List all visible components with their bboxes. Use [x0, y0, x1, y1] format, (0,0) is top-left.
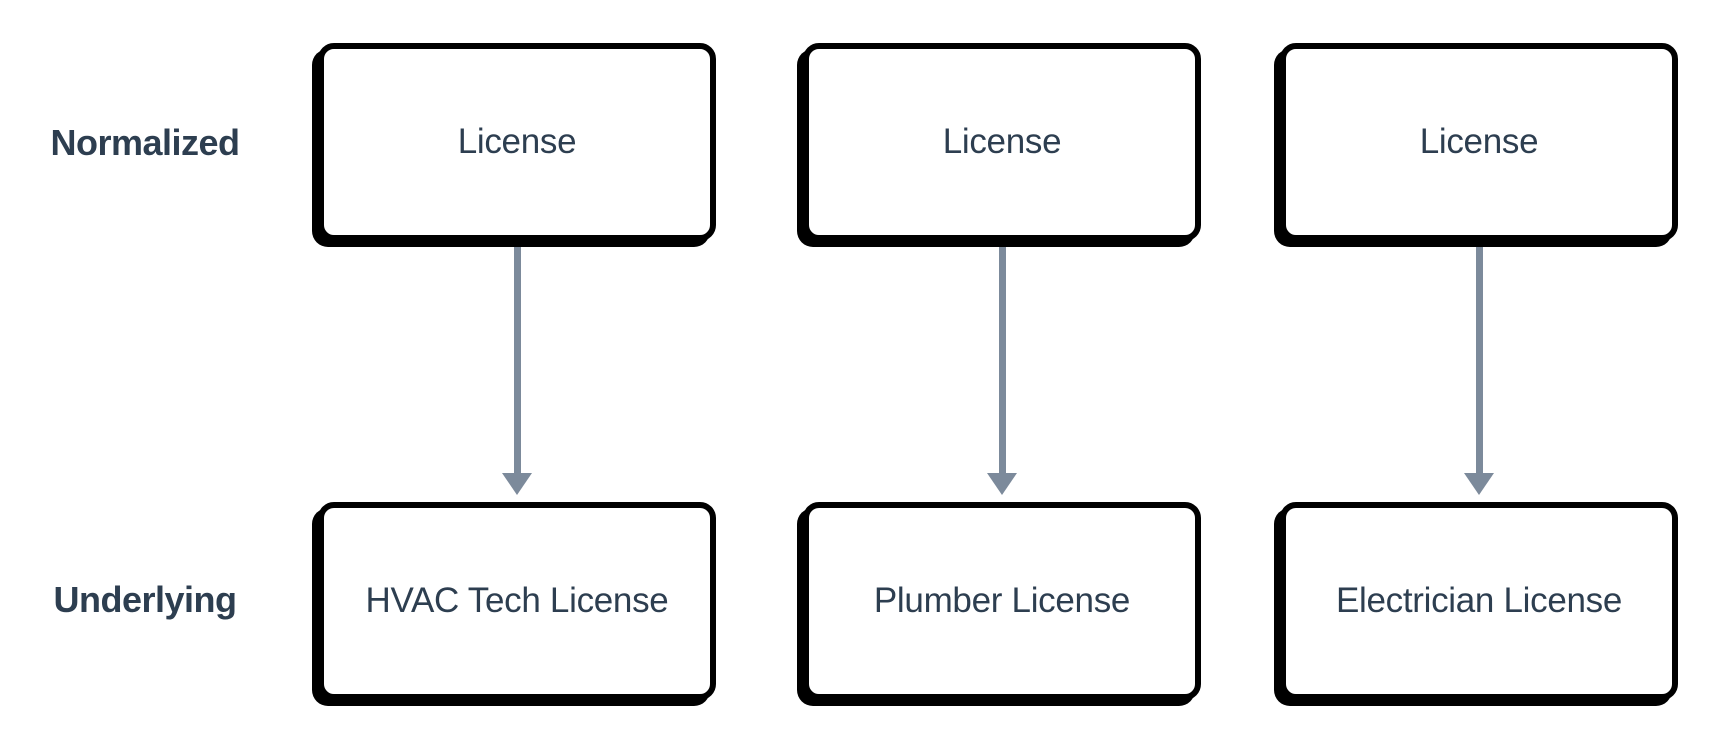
normalized-license-box-3-label: License — [1419, 122, 1539, 161]
normalized-license-box-2: License — [803, 43, 1201, 241]
down-arrow-icon-1 — [502, 247, 532, 495]
underlying-electrician-license-label: Electrician License — [1335, 581, 1623, 620]
arrow-shaft — [1475, 247, 1483, 473]
normalized-license-box-3: License — [1280, 43, 1678, 241]
arrow-head — [1464, 473, 1494, 495]
underlying-electrician-license-box: Electrician License — [1280, 502, 1678, 700]
down-arrow-icon-3 — [1464, 247, 1494, 495]
down-arrow-icon-2 — [987, 247, 1017, 495]
arrow-shaft — [998, 247, 1006, 473]
arrow-shaft — [513, 247, 521, 473]
underlying-hvac-tech-license-label: HVAC Tech License — [365, 581, 669, 620]
underlying-plumber-license-box: Plumber License — [803, 502, 1201, 700]
arrow-head — [502, 473, 532, 495]
underlying-hvac-tech-license-box: HVAC Tech License — [318, 502, 716, 700]
row-label-normalized: Normalized — [50, 122, 240, 163]
arrow-head — [987, 473, 1017, 495]
underlying-plumber-license-label: Plumber License — [873, 581, 1131, 620]
normalized-license-box-1: License — [318, 43, 716, 241]
row-label-underlying: Underlying — [53, 579, 237, 620]
normalized-license-box-2-label: License — [942, 122, 1062, 161]
normalized-license-box-1-label: License — [457, 122, 577, 161]
